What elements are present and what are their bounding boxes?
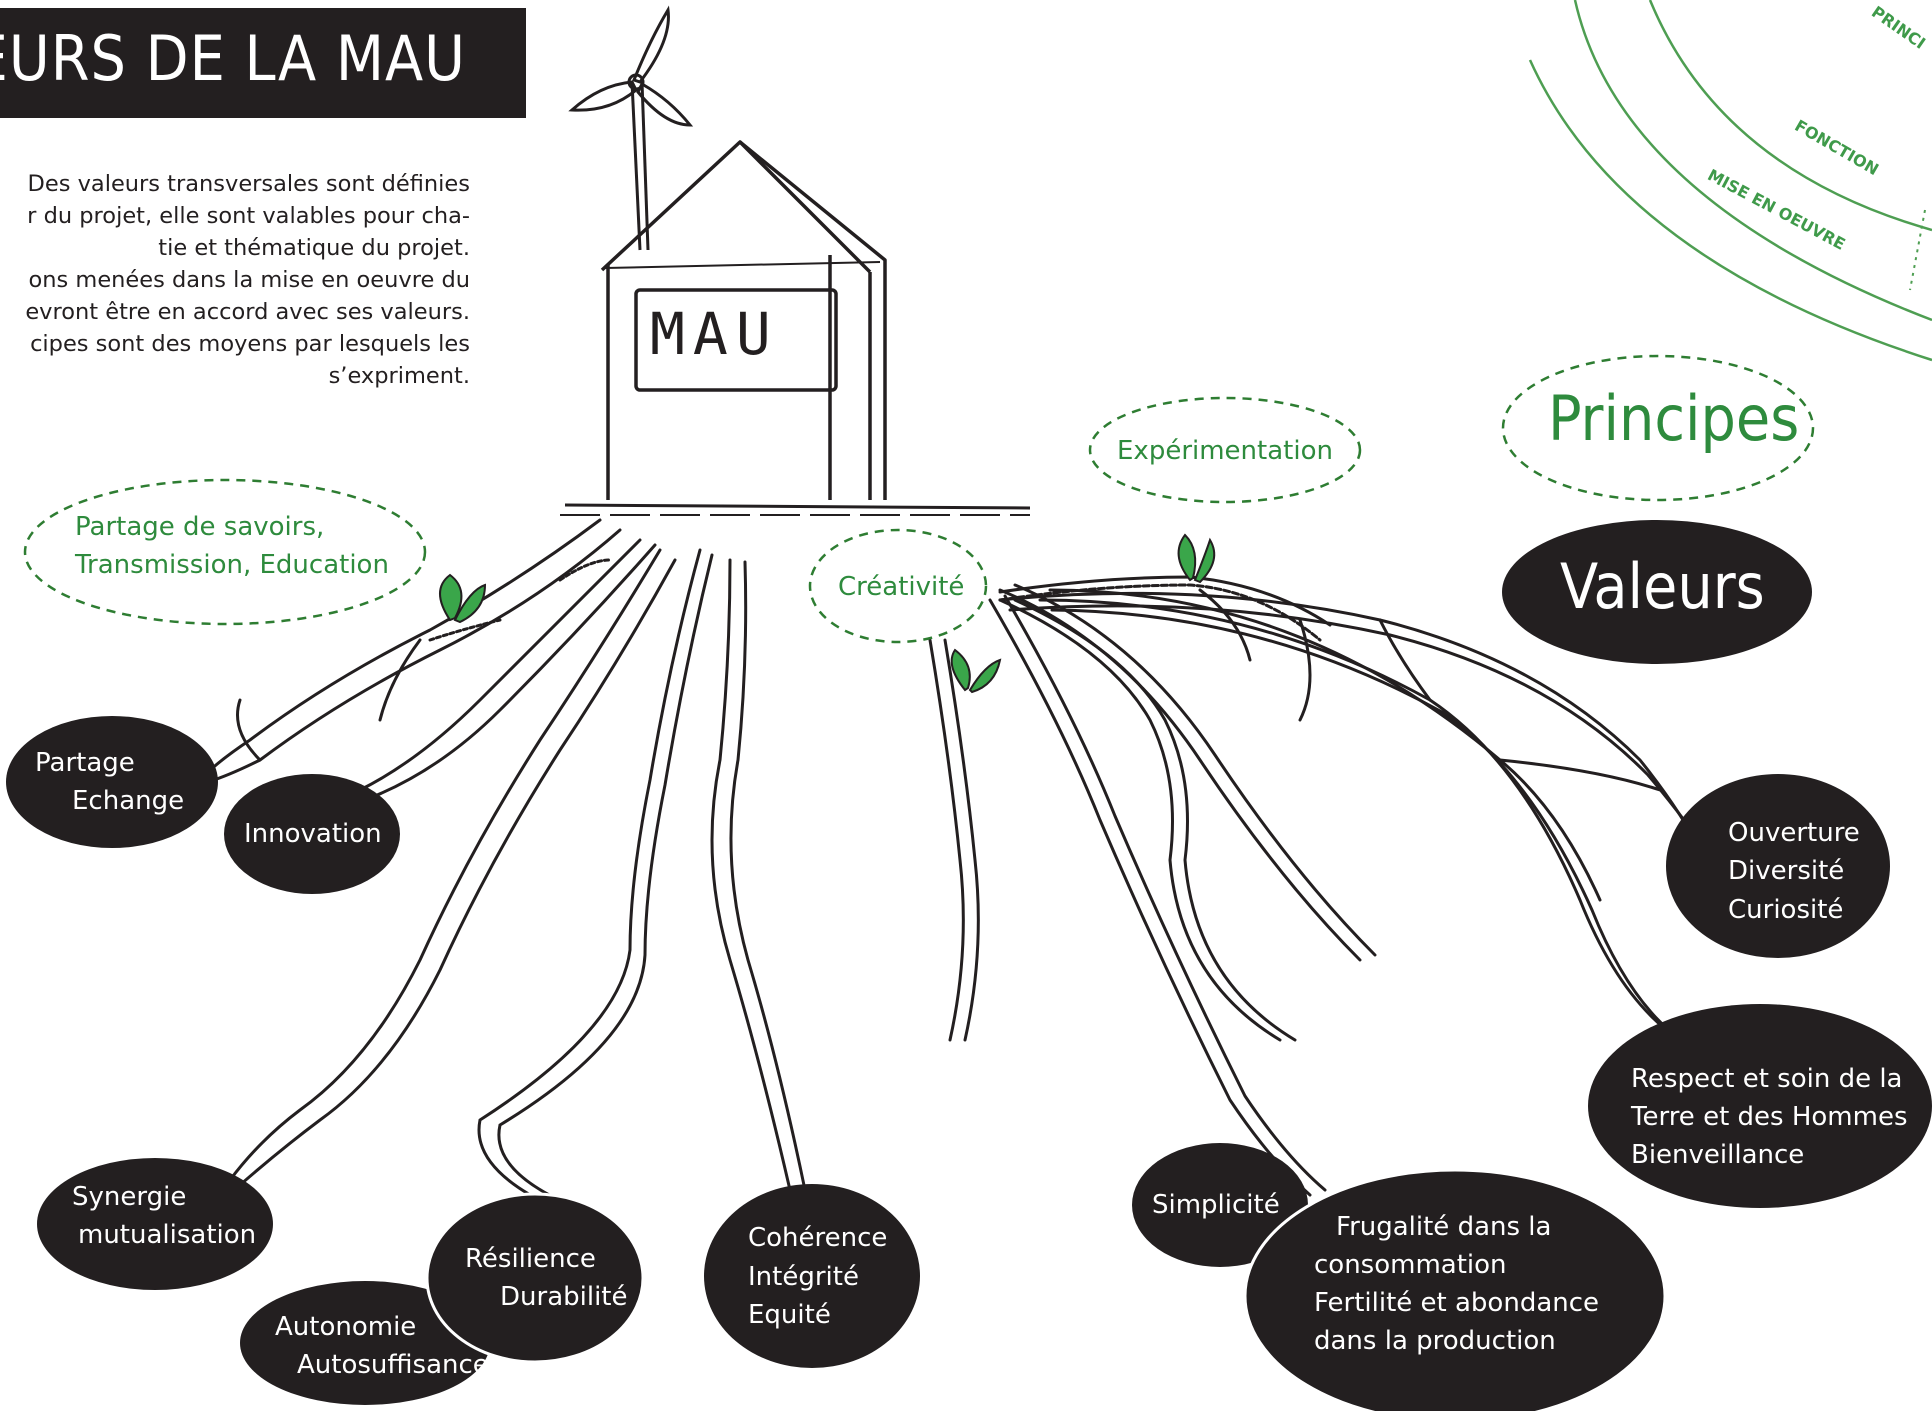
principle-creativite: Créativité bbox=[838, 568, 964, 606]
principle-experimentation: Expérimentation bbox=[1117, 432, 1333, 470]
value-autonomie: Autonomie bbox=[275, 1308, 416, 1346]
house-icon bbox=[560, 142, 1030, 515]
value-curiosite: Curiosité bbox=[1728, 891, 1843, 929]
value-frugalite-line4: dans la production bbox=[1314, 1322, 1556, 1360]
value-synergie: Synergie bbox=[72, 1178, 186, 1216]
value-resilience: Résilience bbox=[465, 1240, 596, 1278]
legend-valeurs: Valeurs bbox=[1560, 550, 1765, 623]
value-respect-line2: Terre et des Hommes bbox=[1631, 1098, 1908, 1136]
roots-icon bbox=[205, 520, 1712, 1210]
leaf-icons bbox=[440, 535, 1214, 692]
value-frugalite-line1: Frugalité dans la bbox=[1336, 1208, 1551, 1246]
value-respect-line3: Bienveillance bbox=[1631, 1136, 1804, 1174]
principle-partage-line2: Transmission, Education bbox=[75, 546, 389, 584]
value-equite: Equité bbox=[748, 1296, 831, 1334]
value-diversite: Diversité bbox=[1728, 852, 1844, 890]
value-partage: Partage bbox=[35, 744, 135, 782]
value-durabilite: Durabilité bbox=[500, 1278, 628, 1316]
value-respect-line1: Respect et soin de la bbox=[1631, 1060, 1903, 1098]
principle-partage-line1: Partage de savoirs, bbox=[75, 508, 324, 546]
value-mutualisation: mutualisation bbox=[78, 1216, 256, 1254]
value-frugalite-line2: consommation bbox=[1314, 1246, 1507, 1284]
house-label: MAU bbox=[650, 300, 779, 368]
legend-principes: Principes bbox=[1548, 382, 1799, 455]
value-coherence: Cohérence bbox=[748, 1219, 887, 1257]
value-integrite: Intégrité bbox=[748, 1258, 859, 1296]
value-echange: Echange bbox=[72, 782, 184, 820]
value-simplicite: Simplicité bbox=[1152, 1186, 1280, 1224]
value-ouverture: Ouverture bbox=[1728, 814, 1860, 852]
value-frugalite-line3: Fertilité et abondance bbox=[1314, 1284, 1599, 1322]
wind-turbine-icon bbox=[572, 10, 690, 250]
value-innovation: Innovation bbox=[244, 815, 382, 853]
value-autosuffisance: Autosuffisance bbox=[297, 1346, 489, 1384]
